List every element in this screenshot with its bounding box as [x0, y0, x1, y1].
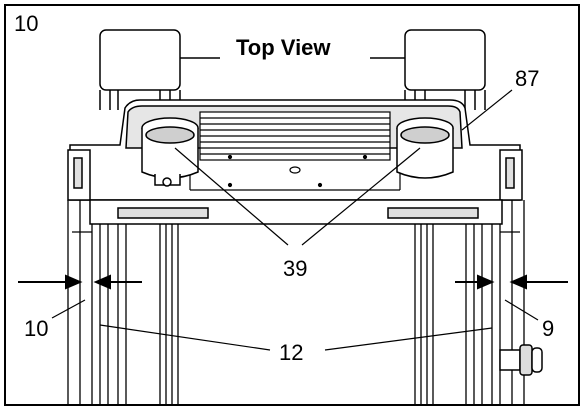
right-bracket: [499, 149, 523, 201]
callout-39: 39: [283, 256, 308, 281]
figure-border: [4, 4, 580, 406]
callout-87: 87: [515, 66, 540, 91]
left-lower-rails: [67, 200, 179, 405]
adjustment-knob: [499, 344, 543, 376]
diagram-title: Top View: [236, 35, 331, 60]
callout-9: 9: [542, 316, 555, 341]
right-spacing-arrows: [455, 274, 568, 290]
right-upright: [404, 29, 486, 110]
left-bushing: [141, 117, 199, 187]
leader-lines: [51, 89, 539, 351]
right-lower-rails: [414, 200, 525, 405]
left-bracket: [67, 149, 91, 201]
crossbar: [89, 199, 503, 225]
vent-grille: [199, 111, 391, 161]
callout-10: 10: [24, 316, 49, 341]
step-number: 10: [14, 11, 39, 36]
callout-12: 12: [279, 340, 304, 365]
left-upright: [99, 29, 181, 110]
right-bushing: [396, 117, 454, 179]
left-spacing-arrows: [18, 274, 142, 290]
